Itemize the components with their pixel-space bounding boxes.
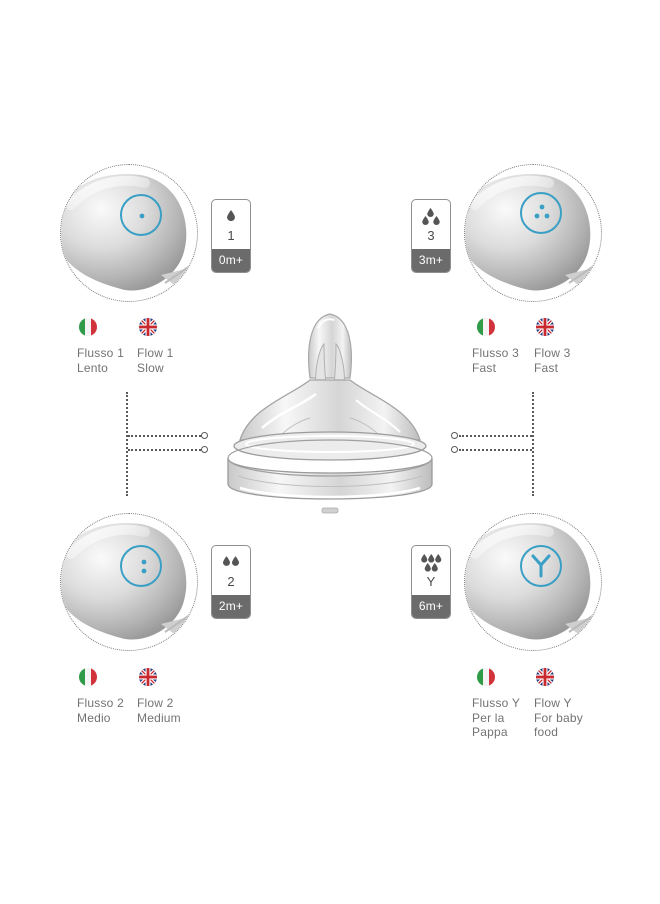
flow1-caption-it: Flusso 1 Lento <box>77 346 124 375</box>
flow2-caption-it: Flusso 2 Medio <box>77 696 124 725</box>
flow1-hole-dot <box>139 213 145 219</box>
flow2-badge-age: 2m+ <box>212 595 250 618</box>
connector-right-top-dot <box>451 432 458 439</box>
flow2-badge-number: 2 <box>227 574 235 589</box>
flow2-hole-ring <box>120 545 162 587</box>
teat-product-image <box>210 308 450 524</box>
connector-left-bottom-dot <box>201 446 208 453</box>
uk-flag-icon <box>139 668 157 686</box>
flow2-drops <box>212 554 250 572</box>
flow1-drops <box>212 208 250 226</box>
flow3-badge-age: 3m+ <box>412 249 450 272</box>
flow2-teat-zoom <box>60 513 198 651</box>
flow3-badge-number: 3 <box>427 228 435 243</box>
flowY-badge-number: Y <box>426 574 436 589</box>
flowY-caption-en: Flow Y For baby food <box>534 696 583 739</box>
flowY-badge-age: 6m+ <box>412 595 450 618</box>
flow3-caption-en: Flow 3 Fast <box>534 346 571 375</box>
uk-flag-icon <box>139 318 157 336</box>
italy-flag-icon <box>79 318 97 336</box>
flow2-badge: 2 2m+ <box>211 545 251 619</box>
flow3-caption-it: Flusso 3 Fast <box>472 346 519 375</box>
italy-flag-icon <box>477 668 495 686</box>
italy-flag-icon <box>477 318 495 336</box>
flow2-caption-en: Flow 2 Medium <box>137 696 181 725</box>
flowY-drops <box>412 554 450 572</box>
drop-icon <box>227 210 235 221</box>
connector-left-bottom-horizontal <box>128 449 201 451</box>
flow3-teat-zoom <box>464 164 602 302</box>
connector-left-top-horizontal <box>128 435 201 437</box>
flowY-y-cut <box>531 554 551 578</box>
flow1-hole-ring <box>120 194 162 236</box>
connector-left-top-dot <box>201 432 208 439</box>
flowY-caption-it: Flusso Y Per la Pappa <box>472 696 521 739</box>
flowY-teat-zoom <box>464 513 602 651</box>
flow1-badge-age: 0m+ <box>212 249 250 272</box>
uk-flag-icon <box>536 318 554 336</box>
flow3-drops <box>412 208 450 226</box>
connector-left-vertical <box>126 392 128 496</box>
connector-right-top-horizontal <box>459 435 532 437</box>
flow1-teat-zoom <box>60 164 198 302</box>
flow1-caption-en: Flow 1 Slow <box>137 346 174 375</box>
flow1-badge-number: 1 <box>227 228 235 243</box>
flowY-badge: Y 6m+ <box>411 545 451 619</box>
connector-right-vertical <box>532 392 534 496</box>
italy-flag-icon <box>79 668 97 686</box>
flow3-hole-ring <box>520 192 562 234</box>
connector-right-bottom-horizontal <box>459 449 532 451</box>
flow1-badge: 1 0m+ <box>211 199 251 273</box>
connector-right-bottom-dot <box>451 446 458 453</box>
flowY-hole-ring <box>520 545 562 587</box>
uk-flag-icon <box>536 668 554 686</box>
flow3-badge: 3 3m+ <box>411 199 451 273</box>
